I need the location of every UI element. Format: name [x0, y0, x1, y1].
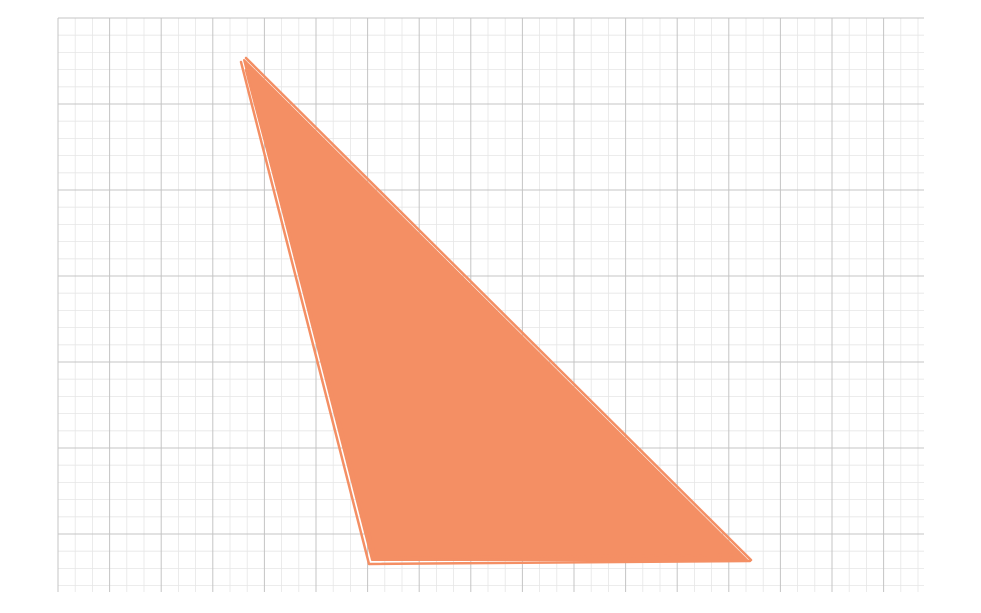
triangle-shape[interactable]: [239, 56, 753, 566]
triangle-stroke-bottom: [378, 553, 740, 560]
triangle-stroke-left: [244, 68, 377, 558]
triangle-stroke-hypotenuse: [244, 56, 753, 562]
triangle-stroke-outer: [239, 60, 752, 566]
triangle-fill[interactable]: [243, 59, 748, 561]
